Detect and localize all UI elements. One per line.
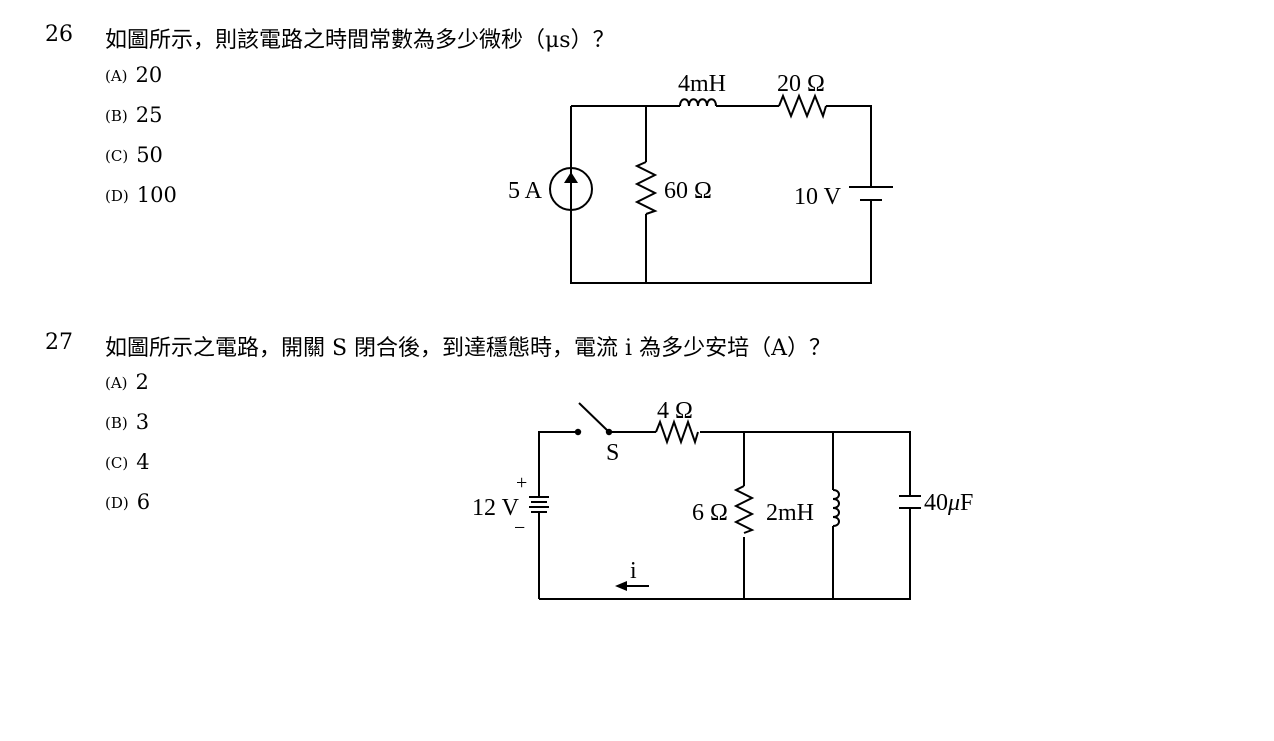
inductor-symbol	[679, 98, 717, 107]
option-label: (C)	[105, 147, 129, 165]
capacitor-symbol	[899, 495, 921, 509]
option-a: (A) 20	[105, 63, 162, 87]
wire	[571, 105, 872, 187]
resistor-symbol	[634, 161, 658, 215]
current-source-symbol	[549, 167, 593, 211]
arrowhead-icon	[615, 581, 627, 591]
option-label: (A)	[105, 67, 128, 85]
label-minus: −	[514, 517, 525, 539]
label-current: i	[630, 558, 637, 584]
switch-terminal	[574, 428, 582, 436]
capacitor-unit-mu: μ	[947, 490, 960, 516]
resistor-symbol	[733, 485, 755, 534]
option-label: (B)	[105, 107, 128, 125]
option-label: (D)	[105, 187, 129, 205]
label-inductor: 2mH	[766, 500, 814, 526]
option-value: 50	[136, 143, 163, 167]
resistor-symbol	[655, 418, 699, 446]
label-plus: +	[516, 472, 527, 494]
wire	[538, 431, 578, 599]
option-label: (C)	[105, 454, 129, 472]
label-series-resistor: 4 Ω	[657, 398, 693, 424]
label-inductor: 4mH	[678, 71, 726, 97]
battery-symbol	[529, 496, 549, 513]
option-c: (C) 4	[105, 450, 150, 474]
wire	[539, 431, 911, 600]
option-b: (B) 3	[105, 410, 149, 434]
option-value: 3	[135, 410, 150, 434]
label-switch: S	[606, 440, 619, 466]
option-b: (B) 25	[105, 103, 162, 127]
question-text: 如圖所示，則該電路之時間常數為多少微秒（μs）？	[105, 28, 615, 53]
option-label: (A)	[105, 374, 128, 392]
capacitor-unit-f: F	[960, 490, 973, 516]
capacitor-value: 40	[924, 490, 948, 516]
option-a: (A) 2	[105, 370, 149, 394]
option-d: (D) 6	[105, 490, 150, 514]
label-shunt-resistor: 60 Ω	[664, 178, 712, 204]
option-value: 20	[135, 63, 163, 87]
label-battery: 12 V	[472, 495, 520, 521]
question-number: 27	[45, 330, 73, 355]
question-text: 如圖所示之電路，開關 S 閉合後，到達穩態時，電流 i 為多少安培（A）？	[105, 336, 831, 361]
label-current-source: 5 A	[508, 178, 543, 204]
resistor-symbol	[778, 93, 827, 120]
option-value: 2	[135, 370, 149, 394]
option-c: (C) 50	[105, 143, 163, 167]
label-battery: 10 V	[794, 184, 842, 210]
arrowhead-icon	[564, 172, 578, 183]
label-capacitor: 40μF	[924, 490, 973, 516]
option-value: 25	[135, 103, 163, 127]
inductor-symbol	[832, 489, 840, 527]
option-value: 6	[136, 490, 151, 514]
battery-symbol	[849, 186, 893, 201]
option-value: 100	[136, 183, 177, 207]
label-resistor: 6 Ω	[692, 500, 728, 526]
option-value: 4	[136, 450, 150, 474]
switch-symbol	[578, 402, 610, 433]
label-series-resistor: 20 Ω	[777, 71, 825, 97]
option-d: (D) 100	[105, 183, 177, 207]
option-label: (B)	[105, 414, 128, 432]
question-number: 26	[45, 22, 73, 47]
option-label: (D)	[105, 494, 129, 512]
